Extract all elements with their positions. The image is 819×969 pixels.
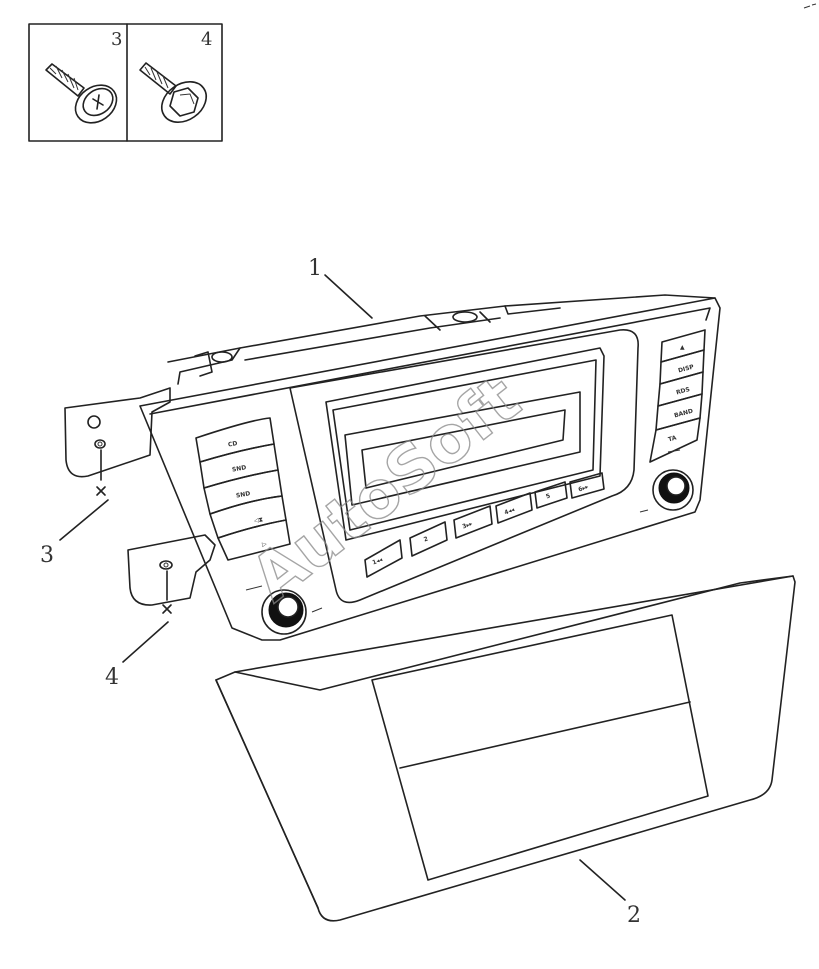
preset-btn-2[interactable]: 2 xyxy=(423,535,429,543)
preset-btn-1[interactable]: 1◂◂ xyxy=(371,556,383,566)
left-btn-cd[interactable]: CD xyxy=(228,440,238,449)
leader-line-2 xyxy=(579,859,626,901)
right-btn-ta[interactable]: TA xyxy=(667,434,677,443)
leader-line-4 xyxy=(122,621,169,663)
preset-button-row: 1◂◂ 2 3▸▸ 4◂◂ 5 6▸▸ xyxy=(364,472,605,578)
right-btn-disp[interactable]: DISP xyxy=(677,363,695,374)
callout-1: 1 xyxy=(308,256,322,281)
callout-4: 4 xyxy=(105,665,119,690)
screw-3-marker xyxy=(96,449,106,496)
callout-3: 3 xyxy=(40,543,54,568)
callout-2: 2 xyxy=(627,903,641,928)
screw-4-icon xyxy=(139,62,208,123)
preset-btn-4[interactable]: 4◂◂ xyxy=(503,506,515,516)
preset-btn-3[interactable]: 3▸▸ xyxy=(461,520,473,530)
volume-knob-icon xyxy=(261,589,307,635)
right-button-column: ▲ DISP RDS BAND TA xyxy=(649,329,706,463)
left-btn-4[interactable]: ◁⧗ xyxy=(254,516,264,524)
screw-4-marker xyxy=(162,570,172,614)
left-button-column: CD SND SND ◁⧗ ▷ xyxy=(195,417,291,561)
leader-line-3 xyxy=(59,499,109,541)
right-btn-eject[interactable]: ▲ xyxy=(680,344,685,351)
screw-3-icon xyxy=(45,63,118,124)
right-btn-band[interactable]: BAND xyxy=(673,408,693,420)
inset-label-4: 4 xyxy=(201,29,212,50)
leader-line-1 xyxy=(324,274,373,319)
inset-label-3: 3 xyxy=(111,29,122,50)
right-btn-rds[interactable]: RDS xyxy=(675,386,690,396)
trim-panel xyxy=(215,575,796,922)
left-btn-snd-1[interactable]: SND xyxy=(232,464,247,473)
preset-btn-5[interactable]: 5 xyxy=(545,492,551,500)
fastener-inset: 3 4 xyxy=(28,23,223,142)
corner-mark xyxy=(803,3,817,9)
radio-head-unit: 1◂◂ 2 3▸▸ 4◂◂ 5 6▸▸ CD SND SND ◁⧗ ▷ xyxy=(139,294,721,641)
lower-mounting-bracket xyxy=(127,534,216,606)
preset-btn-6[interactable]: 6▸▸ xyxy=(577,483,589,493)
left-btn-snd-2[interactable]: SND xyxy=(236,490,251,499)
left-btn-5[interactable]: ▷ xyxy=(262,541,268,549)
tuning-knob-icon xyxy=(652,469,694,511)
inset-frame xyxy=(28,23,223,142)
